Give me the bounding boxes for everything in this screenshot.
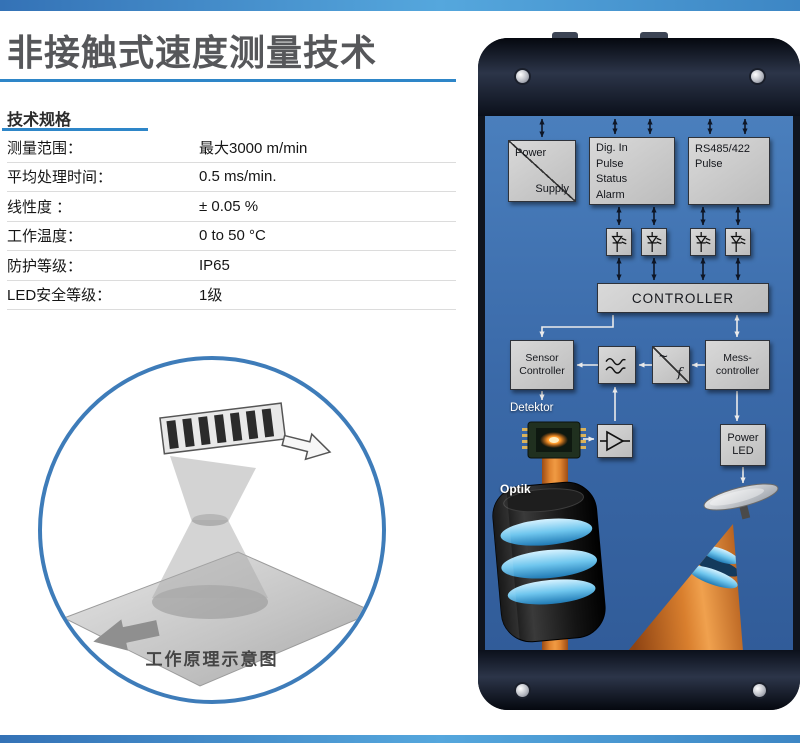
spec-value: ± 0.05 % bbox=[199, 197, 259, 215]
screw-icon bbox=[516, 684, 529, 697]
block-power-supply: Power Supply bbox=[508, 140, 576, 202]
device-bottom-cap bbox=[478, 650, 800, 710]
block-optocoupler-3 bbox=[690, 228, 716, 256]
block-rs485-interface: RS485/422 Pulse bbox=[688, 137, 770, 205]
spec-label: 线性度 ： bbox=[7, 198, 72, 216]
top-accent-bar bbox=[0, 0, 800, 11]
sensor-array bbox=[159, 402, 287, 455]
principle-diagram: 工作原理示意图 bbox=[38, 356, 386, 704]
page-title: 非接触式速度测量技术 bbox=[7, 32, 378, 73]
block-controller: CONTROLLER bbox=[597, 283, 769, 313]
principle-caption: 工作原理示意图 bbox=[145, 650, 279, 669]
power-supply-label: Power bbox=[515, 147, 547, 159]
optocoupler-icon bbox=[611, 232, 627, 252]
block-optocoupler-1 bbox=[606, 228, 632, 256]
specs-heading: 技术规格 bbox=[7, 112, 72, 129]
spec-label: LED安全等级： bbox=[7, 287, 112, 305]
spec-value: 0.5 ms/min. bbox=[199, 168, 277, 186]
spec-label: 防护等级： bbox=[7, 257, 83, 275]
spec-table: 测量范围： 最大3000 m/min 平均处理时间： 0.5 ms/min. 线… bbox=[7, 133, 456, 310]
spec-value: IP65 bbox=[199, 256, 230, 274]
detektor-label: Detektor bbox=[510, 402, 554, 414]
screw-icon bbox=[751, 70, 764, 83]
connector-tab bbox=[640, 32, 668, 42]
spec-label: 平均处理时间： bbox=[7, 169, 113, 187]
screw-icon bbox=[516, 70, 529, 83]
device-diagram: Power Supply Dig. In Pulse Status Alarm … bbox=[478, 32, 800, 710]
spec-row: 平均处理时间： 0.5 ms/min. bbox=[7, 163, 456, 192]
title-underline bbox=[0, 79, 456, 82]
motion-arrow-right bbox=[281, 432, 332, 461]
spec-value: 1级 bbox=[199, 287, 223, 305]
block-frequency-converter: ~ f bbox=[652, 346, 690, 384]
optocoupler-icon bbox=[695, 232, 711, 252]
spec-row: 线性度 ： ± 0.05 % bbox=[7, 192, 456, 222]
principle-illustration bbox=[62, 402, 376, 687]
screw-icon bbox=[753, 684, 766, 697]
freq-converter-f: f bbox=[677, 366, 682, 381]
optik-label: Optik bbox=[500, 482, 531, 496]
beam-lower bbox=[152, 520, 268, 598]
spec-value: 0 to 50 °C bbox=[199, 227, 266, 245]
spec-row: 工作温度： 0 to 50 °C bbox=[7, 222, 456, 251]
specs-heading-underline bbox=[2, 128, 148, 131]
block-power-led: Power LED bbox=[720, 424, 766, 466]
bottom-accent-bar bbox=[0, 735, 800, 743]
block-mess-controller: Mess- controller bbox=[705, 340, 770, 390]
spec-row: LED安全等级： 1级 bbox=[7, 281, 456, 310]
optocoupler-icon bbox=[730, 232, 746, 252]
amplifier-icon bbox=[600, 430, 630, 452]
spec-label: 工作温度： bbox=[7, 228, 83, 246]
spec-label: 测量范围： bbox=[7, 139, 83, 157]
spec-value: 最大3000 m/min bbox=[199, 139, 308, 157]
filter-icon bbox=[605, 357, 626, 374]
freq-converter-sine: ~ bbox=[659, 348, 668, 365]
block-amplifier bbox=[597, 424, 633, 458]
block-sensor-controller: Sensor Controller bbox=[510, 340, 574, 390]
block-optocoupler-2 bbox=[641, 228, 667, 256]
device-top-cap bbox=[478, 38, 800, 116]
detector-chip bbox=[522, 421, 586, 459]
block-filter bbox=[598, 346, 636, 384]
spec-row: 防护等级： IP65 bbox=[7, 251, 456, 281]
block-optocoupler-4 bbox=[725, 228, 751, 256]
beam-upper bbox=[170, 456, 256, 522]
spec-row: 测量范围： 最大3000 m/min bbox=[7, 133, 456, 163]
block-digital-io: Dig. In Pulse Status Alarm bbox=[589, 137, 675, 205]
connector-tab bbox=[552, 32, 578, 42]
motion-arrow-left bbox=[93, 619, 160, 651]
optocoupler-icon bbox=[646, 232, 662, 252]
